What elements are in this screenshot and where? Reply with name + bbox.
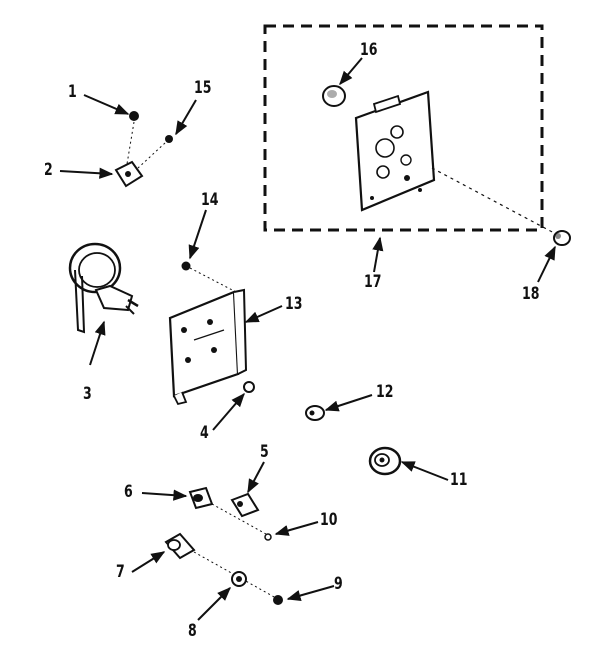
callout-5: 5 — [260, 442, 269, 462]
part-16-knob — [322, 85, 346, 107]
leader-17 — [372, 236, 384, 273]
leader-12 — [324, 394, 373, 412]
leader-16 — [339, 57, 363, 86]
callout-1: 1 — [68, 82, 77, 102]
part-13-mounting-plate — [168, 288, 248, 406]
leader-arrows — [59, 57, 556, 621]
leader-6 — [141, 489, 188, 501]
part-11-knob — [368, 446, 402, 476]
assembly-17-dashed-box — [263, 24, 544, 232]
leader-5 — [247, 461, 265, 494]
leader-15 — [175, 99, 197, 136]
part-18-nut — [553, 230, 571, 246]
part-6-bushing — [188, 486, 214, 510]
leader-18 — [537, 245, 556, 283]
leader-10 — [274, 521, 319, 536]
part-9-screw — [273, 595, 283, 605]
callout-10: 10 — [320, 510, 338, 530]
part-5-valve-stem — [230, 492, 260, 518]
callout-3: 3 — [83, 384, 92, 404]
callout-9: 9 — [334, 574, 343, 594]
part-1-screw — [129, 111, 139, 121]
part-10-washer — [264, 533, 272, 541]
callout-11: 11 — [450, 470, 468, 490]
callout-2: 2 — [44, 160, 53, 180]
callout-15: 15 — [194, 78, 212, 98]
part-12-fitting — [305, 405, 325, 421]
leader-14 — [188, 209, 207, 260]
leader-11 — [400, 461, 449, 481]
callout-14: 14 — [201, 190, 219, 210]
leader-13 — [244, 305, 283, 323]
part-15-screw — [165, 135, 173, 143]
part-14-screw — [181, 261, 191, 271]
leader-2 — [59, 167, 114, 179]
callout-6: 6 — [124, 482, 133, 502]
part-2-bracket — [114, 160, 144, 188]
leader-4 — [212, 392, 245, 431]
part-4-screw — [243, 381, 255, 393]
callout-18: 18 — [522, 284, 540, 304]
callout-12: 12 — [376, 382, 394, 402]
leader-3 — [89, 320, 106, 366]
leader-7 — [131, 551, 166, 573]
part-8-nut — [231, 571, 247, 587]
leader-9 — [286, 585, 335, 601]
callout-7: 7 — [116, 562, 125, 582]
callout-4: 4 — [200, 423, 209, 443]
callout-17: 17 — [364, 272, 382, 292]
control-plate — [354, 90, 436, 212]
part-3-switch — [68, 242, 139, 334]
leader-1 — [83, 94, 130, 115]
leader-8 — [197, 587, 231, 621]
callout-8: 8 — [188, 621, 197, 641]
callout-13: 13 — [285, 294, 303, 314]
callout-16: 16 — [360, 40, 378, 60]
part-7-valve — [164, 532, 196, 560]
